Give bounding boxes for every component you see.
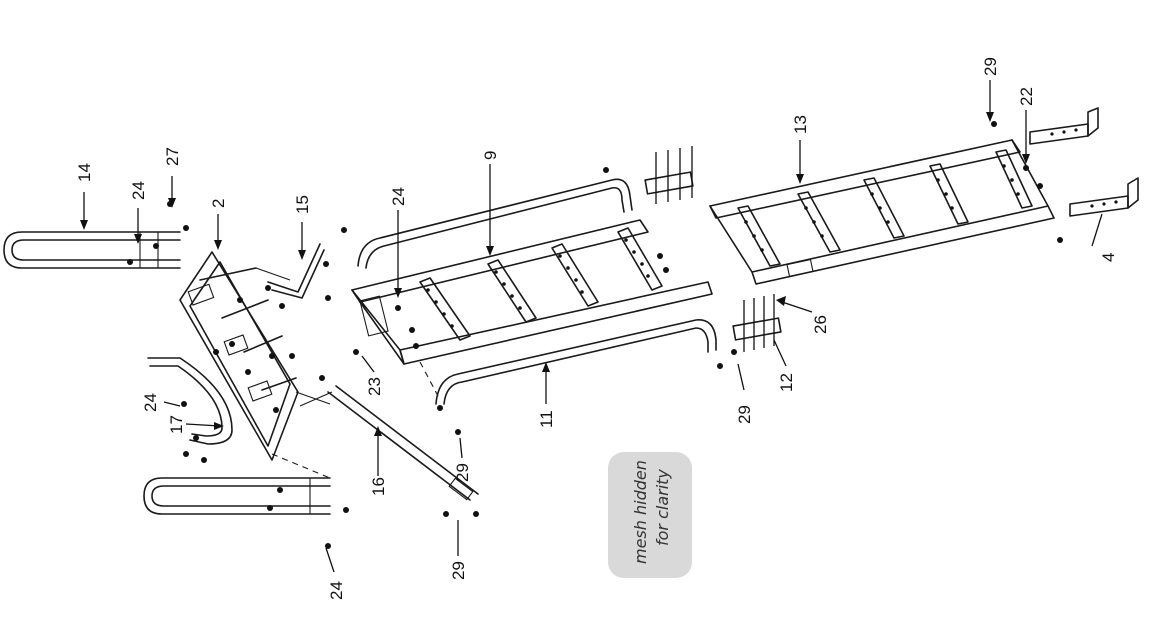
callout-16: 16	[369, 477, 388, 496]
callout-17: 17	[167, 415, 186, 434]
callout-12: 12	[777, 373, 796, 392]
callout-24: 24	[389, 187, 408, 206]
strut-16	[299, 385, 479, 501]
handrail-11	[419, 319, 717, 405]
callout-29: 29	[453, 463, 472, 482]
callout-24: 24	[129, 181, 148, 200]
stringer-frame-13	[709, 139, 1055, 285]
callout-24: 24	[141, 393, 160, 412]
callout-29: 29	[735, 405, 754, 424]
callout-2: 2	[209, 199, 228, 208]
note-line-1: mesh hidden	[631, 460, 650, 564]
note-line-2: for clarity	[653, 469, 672, 546]
callout-29: 29	[449, 561, 468, 580]
callout-11: 11	[537, 410, 556, 428]
callout-29: 29	[981, 57, 1000, 76]
step-assembly-9	[351, 178, 713, 365]
callout-15: 15	[293, 195, 312, 214]
handrail-17	[147, 357, 233, 445]
splice-plate-upper	[644, 146, 694, 204]
leader-lines	[80, 80, 1103, 573]
callout-14: 14	[75, 163, 94, 182]
callout-labels: 14 27 24 2 15 24 9 13 29 22 4 26 12 29 1…	[75, 57, 1118, 600]
callout-26: 26	[811, 315, 830, 334]
fasteners	[127, 121, 1063, 549]
handrail-lower	[143, 477, 331, 515]
callout-13: 13	[791, 115, 810, 134]
callout-24: 24	[327, 581, 346, 600]
callout-27: 27	[163, 147, 182, 166]
callout-9: 9	[481, 151, 500, 160]
bracket-4	[1069, 177, 1139, 217]
platform-frame-2	[179, 251, 331, 461]
callout-22: 22	[1017, 87, 1036, 106]
splice-plate-12	[732, 294, 782, 352]
callout-4: 4	[1099, 253, 1118, 262]
bracket-22	[1029, 107, 1099, 145]
handrail-14	[3, 231, 181, 269]
mesh-hidden-note: mesh hidden for clarity	[608, 452, 692, 578]
brace-15	[267, 243, 325, 299]
callout-23: 23	[365, 377, 384, 396]
